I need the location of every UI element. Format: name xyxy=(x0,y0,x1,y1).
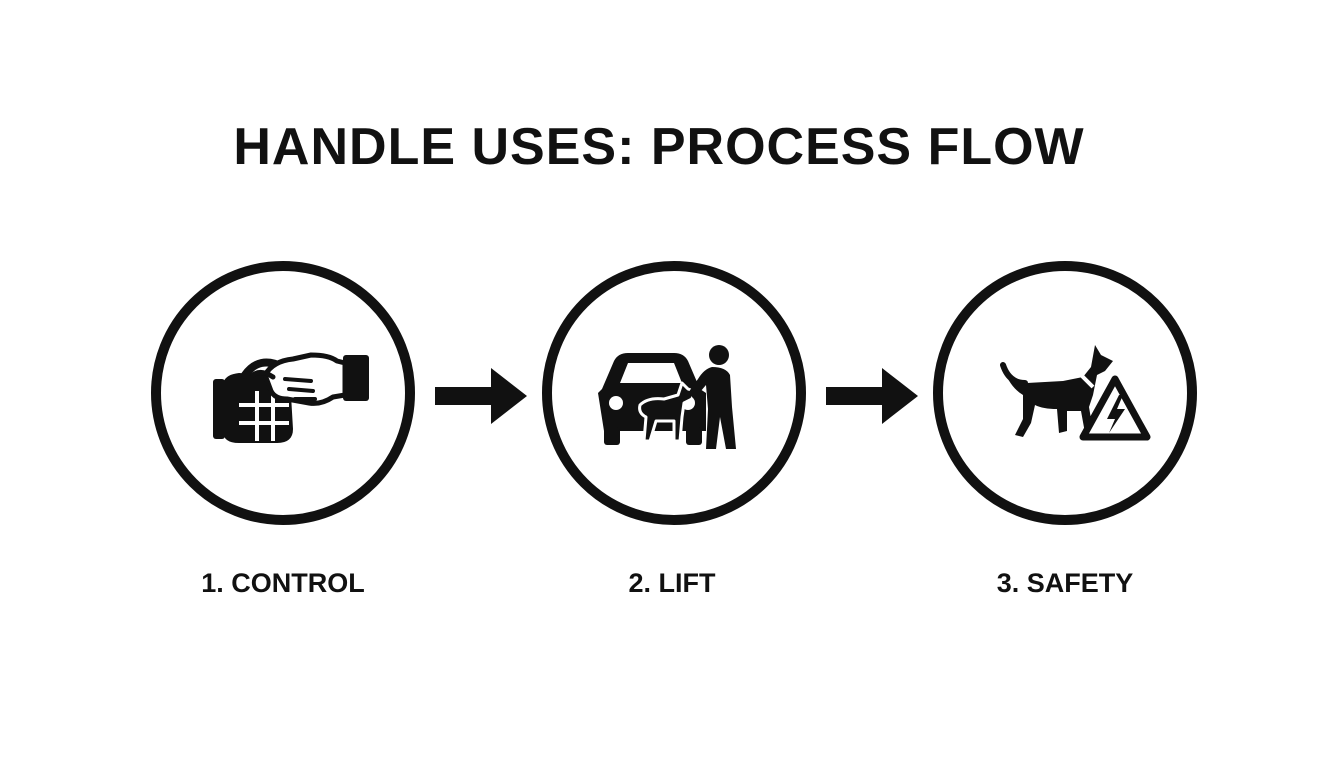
right-arrow-icon xyxy=(826,368,918,424)
step-safety-circle xyxy=(933,261,1197,525)
step-label-control: 1. CONTROL xyxy=(201,568,365,598)
hand-grabbing-harness-handle-icon xyxy=(213,352,369,443)
step-lift-circle xyxy=(542,261,806,525)
person-lifting-dog-into-car-icon xyxy=(598,345,736,449)
dog-with-electric-hazard-icon xyxy=(1000,345,1151,441)
step-control-circle xyxy=(151,261,415,525)
right-arrow-icon xyxy=(435,368,527,424)
diagram-title: HANDLE USES: PROCESS FLOW xyxy=(233,118,1085,176)
step-label-safety: 3. SAFETY xyxy=(996,568,1134,598)
step-label-lift: 2. LIFT xyxy=(628,568,716,598)
